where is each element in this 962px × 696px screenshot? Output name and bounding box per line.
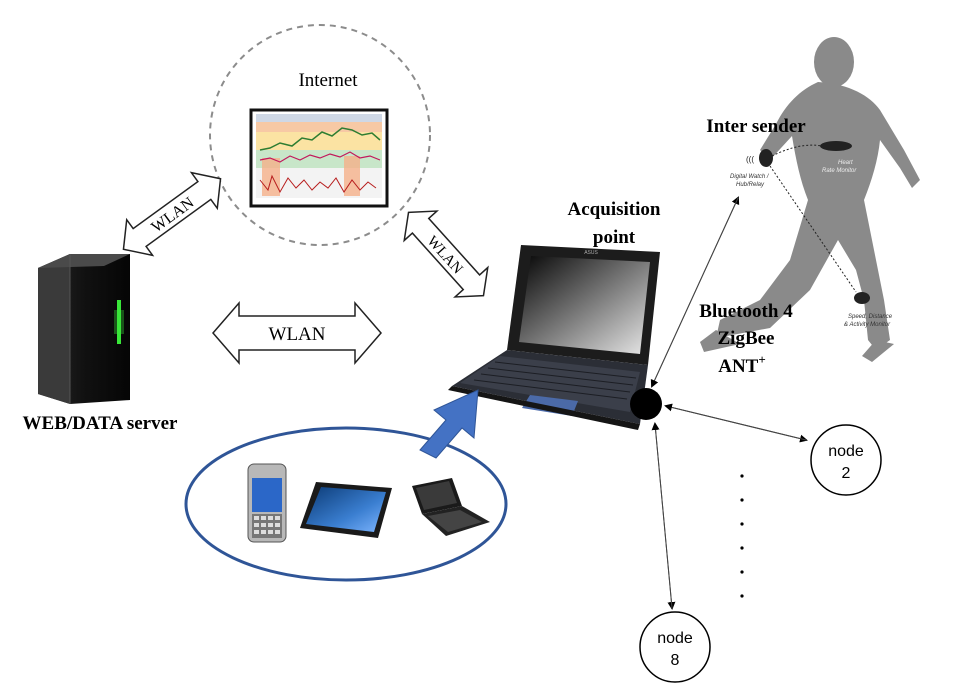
protocol-zigbee: ZigBee: [718, 328, 775, 349]
more-nodes-dots: [740, 474, 744, 598]
smartphone-icon: [247, 463, 287, 543]
acquisition-label-line1: Acquisition: [568, 199, 661, 220]
node-2-label-line2: 2: [842, 465, 851, 482]
wlan-label-mid: WLAN: [269, 324, 326, 345]
internet-chart-icon: [249, 108, 389, 208]
server-status-light: [117, 300, 121, 344]
wlan-arrow-server-acquisition: WLAN: [212, 300, 382, 366]
svg-text:& Activity Monitor: & Activity Monitor: [844, 322, 891, 328]
node-2: node 2: [810, 424, 882, 496]
inter-sender-label: Inter sender: [706, 116, 806, 137]
svg-text:Speed, Distance: Speed, Distance: [848, 314, 893, 320]
wlan-arrow-server-internet: WLAN: [122, 171, 222, 257]
protocol-bluetooth: Bluetooth 4: [699, 301, 793, 322]
wlan-arrow-internet-acquisition: WLAN: [403, 210, 489, 298]
server-label: WEB/DATA server: [23, 413, 179, 434]
node-8: node 8: [639, 611, 711, 683]
node-8-label-line1: node: [657, 630, 693, 647]
client-to-acquisition-arrow: [419, 389, 479, 459]
server-icon: [38, 254, 130, 404]
svg-text:Digital Watch /: Digital Watch /: [730, 174, 770, 180]
laptop-icon: ASUS: [448, 245, 660, 430]
acquisition-label-line2: point: [593, 227, 636, 248]
foot-pod-icon: [854, 292, 870, 304]
internet-cloud: Internet: [209, 24, 431, 246]
svg-text:Hub/Relay: Hub/Relay: [736, 182, 765, 188]
netbook-icon: [412, 478, 490, 536]
internet-circle: [209, 24, 431, 246]
runner-silhouette: [700, 37, 920, 362]
svg-text:Heart: Heart: [838, 160, 853, 166]
coordinator-node: [630, 388, 662, 420]
laptop-brand: ASUS: [584, 250, 598, 256]
heart-rate-strap-icon: [820, 141, 852, 151]
internet-label: Internet: [298, 70, 358, 91]
svg-text:(((: (((: [746, 155, 754, 164]
watch-icon: [759, 149, 773, 167]
svg-text:Rate Monitor: Rate Monitor: [822, 168, 857, 174]
node-2-label-line1: node: [828, 443, 864, 460]
node-8-label-line2: 8: [671, 652, 680, 669]
protocol-ant: ANT+: [718, 352, 766, 377]
runner-devices: ((( Digital Watch / Hub/Relay Heart Rate…: [730, 141, 893, 328]
tablet-icon: [300, 482, 392, 538]
client-devices-group: [184, 426, 508, 582]
